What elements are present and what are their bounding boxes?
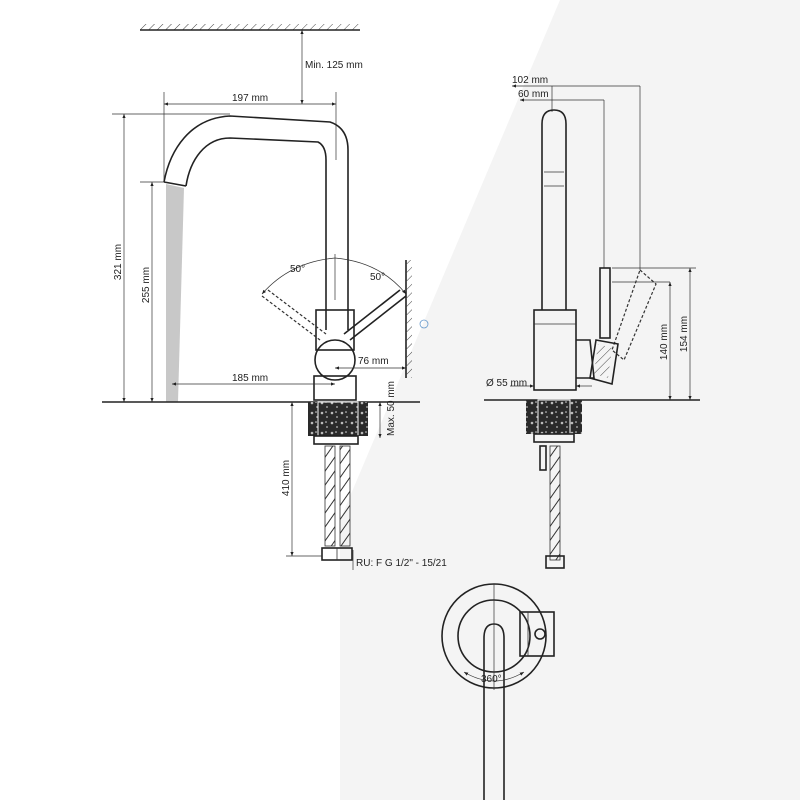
handle-hub: [314, 339, 356, 381]
dim-185: 185 mm: [232, 373, 268, 384]
side-countertop-section: [526, 400, 582, 434]
spout-outer: [163, 115, 349, 330]
rotation-360: 360°: [481, 674, 502, 685]
top-view: 360°: [441, 583, 555, 800]
side-view: 102 mm 60 mm 140 mm 154 mm Ø 55 mm: [484, 75, 700, 569]
dim-dia-55: Ø 55 mm: [486, 378, 527, 389]
dim-76: 76 mm: [358, 356, 389, 367]
dim-410: 410 mm: [281, 460, 292, 496]
angle-left: 50°: [290, 264, 305, 275]
side-handle-swing: [611, 268, 657, 361]
dim-max-50: Max. 50 mm: [386, 381, 397, 436]
countertop-section: [308, 402, 368, 436]
handle-right: [349, 295, 407, 341]
dim-321: 321 mm: [113, 244, 124, 280]
spout-inner: [185, 137, 327, 330]
side-body: [533, 309, 577, 391]
thread-label: RU: F G 1/2" - 15/21: [356, 558, 447, 569]
dim-255: 255 mm: [141, 267, 152, 303]
dim-154: 154 mm: [679, 316, 690, 352]
hose-left: [324, 445, 336, 547]
angle-right: 50°: [370, 272, 385, 283]
side-handle: [599, 267, 611, 339]
handle-left-swing: [261, 295, 321, 341]
valve-body: [315, 309, 355, 351]
dim-102: 102 mm: [512, 75, 548, 86]
water-stream: [166, 184, 184, 402]
front-view: Min. 125 mm 197 mm 321 mm 255 mm 50°: [102, 24, 447, 570]
dim-140: 140 mm: [659, 324, 670, 360]
dim-60: 60 mm: [518, 89, 549, 100]
top-handle-block: [519, 611, 555, 657]
ceiling-hatch: [140, 24, 360, 30]
hose-right: [339, 445, 351, 547]
side-spout: [541, 109, 567, 310]
dim-197: 197 mm: [232, 93, 268, 104]
dim-min-125: Min. 125 mm: [305, 60, 363, 71]
side-hose: [549, 445, 561, 561]
